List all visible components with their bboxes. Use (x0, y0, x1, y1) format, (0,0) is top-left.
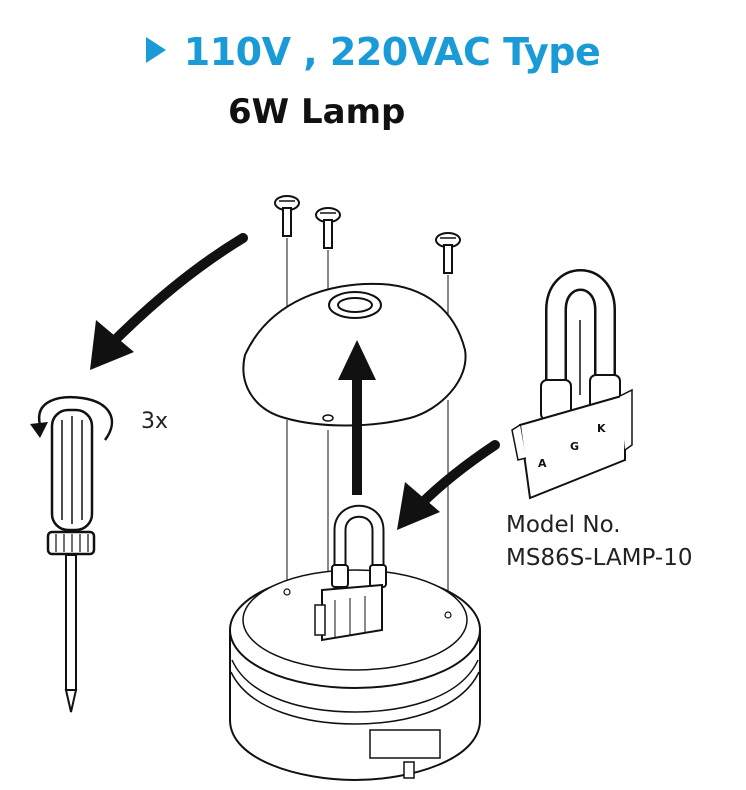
screw-right (435, 232, 461, 330)
screw-count-label: 3x (141, 409, 169, 434)
socket-mark-k: K (597, 422, 606, 435)
arrow-to-socket (397, 440, 500, 530)
page-title: 110V , 220VAC Type (0, 30, 746, 74)
socket-mark-g: G (570, 440, 579, 453)
arrow-to-screwdriver (90, 233, 248, 370)
screwdriver-icon (30, 396, 114, 713)
page-subtitle: 6W Lamp (228, 92, 406, 132)
socket-mark-a: A (538, 457, 547, 470)
arrow-up (338, 340, 376, 495)
installed-lamp (314, 504, 387, 642)
screw-left (274, 195, 300, 312)
replacement-lamp: A G K (511, 269, 633, 500)
model-number: MS86S-LAMP-10 (506, 545, 693, 571)
title-text: 110V , 220VAC Type (183, 30, 601, 74)
model-label: Model No. (506, 512, 621, 538)
play-triangle-icon (145, 37, 166, 63)
